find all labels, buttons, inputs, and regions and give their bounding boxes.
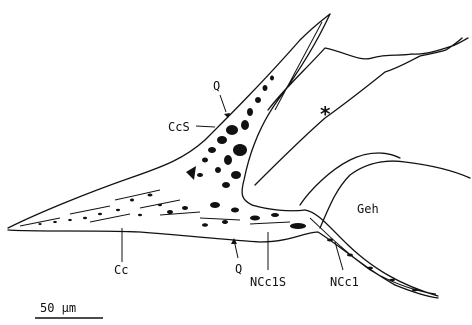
label-geh: Geh	[357, 202, 379, 216]
scale-bar-label: 50 µm	[40, 301, 76, 315]
lumen-outlines	[255, 38, 470, 228]
label-ccs: CcS	[168, 120, 190, 134]
tissue-outline	[8, 14, 438, 298]
label-q-top: Q	[213, 79, 220, 93]
label-ncc1s: NCc1S	[250, 275, 286, 289]
label-asterisk: *	[320, 102, 331, 126]
fiber-strokes	[20, 190, 290, 226]
annotation-arrows	[122, 95, 343, 270]
scale-bar: 50 µm	[35, 301, 103, 318]
cell-nuclei	[38, 76, 418, 292]
label-ncc1: NCc1	[330, 275, 359, 289]
label-cc: Cc	[114, 263, 128, 277]
label-q-bottom: Q	[235, 262, 242, 276]
